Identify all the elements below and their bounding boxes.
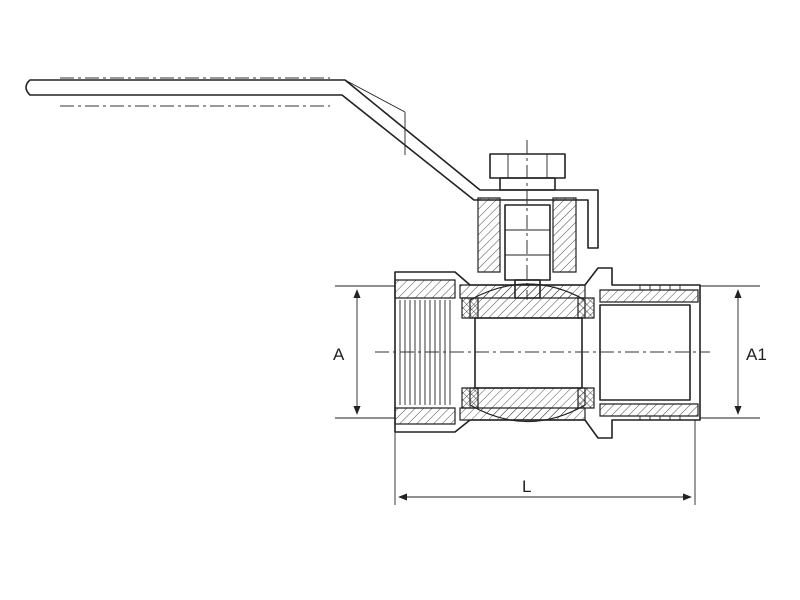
dimension-l: L bbox=[394, 420, 696, 505]
dimension-a: A bbox=[333, 285, 395, 419]
dimension-a-label: A bbox=[333, 345, 345, 364]
valve-ball bbox=[461, 283, 595, 423]
dimension-a1: A1 bbox=[700, 285, 767, 419]
lever-handle bbox=[25, 77, 599, 249]
dimension-l-label: L bbox=[522, 477, 531, 496]
dimension-a1-label: A1 bbox=[746, 345, 767, 364]
stem-nut bbox=[489, 153, 566, 191]
valve-stem bbox=[477, 140, 577, 300]
